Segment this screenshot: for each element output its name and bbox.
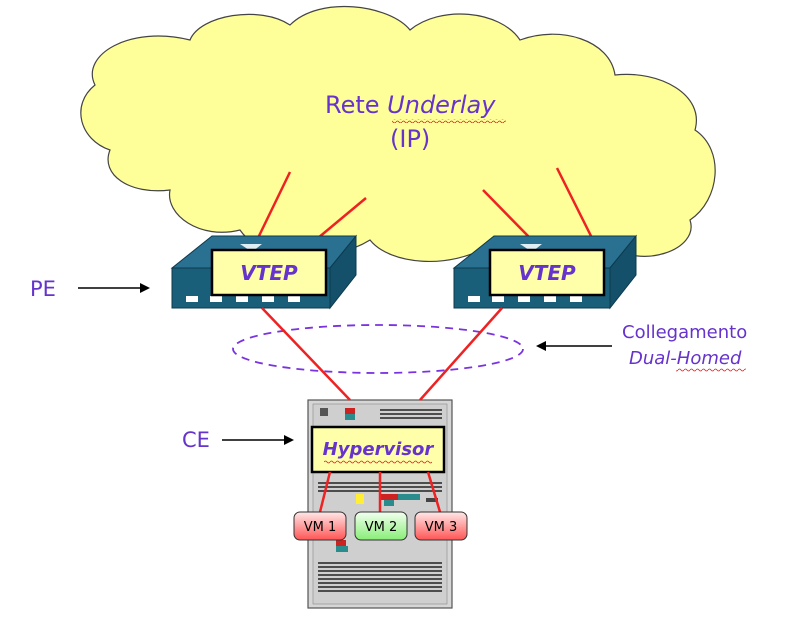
ce-label: CE [182, 428, 210, 452]
vm-links [318, 471, 442, 513]
cloud-title: Rete Underlay [325, 91, 496, 119]
hypervisor-label: Hypervisor [323, 439, 435, 460]
link-label-line2: Dual-Homed [629, 348, 742, 369]
pe-arrow [78, 283, 150, 293]
access-links [261, 307, 503, 401]
vm-3-label: VM 3 [425, 520, 458, 535]
vtep-left-box [210, 248, 328, 297]
vm-3: VM 3 [414, 511, 468, 541]
vtep-left-label: VTEP [240, 261, 298, 285]
dual-homed-ellipse [232, 324, 524, 374]
spellcheck-underline-2 [676, 368, 746, 372]
vm-1-label: VM 1 [304, 520, 337, 535]
vm-2: VM 2 [354, 511, 408, 541]
vtep-right-box [488, 248, 606, 297]
spellcheck-underline-3 [324, 460, 432, 464]
link-arrow [536, 341, 612, 351]
pe-label: PE [30, 277, 56, 301]
vtep-right-label: VTEP [518, 261, 576, 285]
cloud-subtitle: (IP) [390, 125, 430, 153]
ce-arrow [222, 435, 294, 445]
link-label-line1: Collegamento [622, 322, 747, 343]
vm-1: VM 1 [293, 511, 347, 541]
vm-2-label: VM 2 [365, 520, 398, 535]
underlay-cloud [80, 5, 716, 263]
underlay-links [256, 167, 594, 239]
spellcheck-underline [392, 119, 506, 123]
hypervisor-box [310, 425, 446, 474]
